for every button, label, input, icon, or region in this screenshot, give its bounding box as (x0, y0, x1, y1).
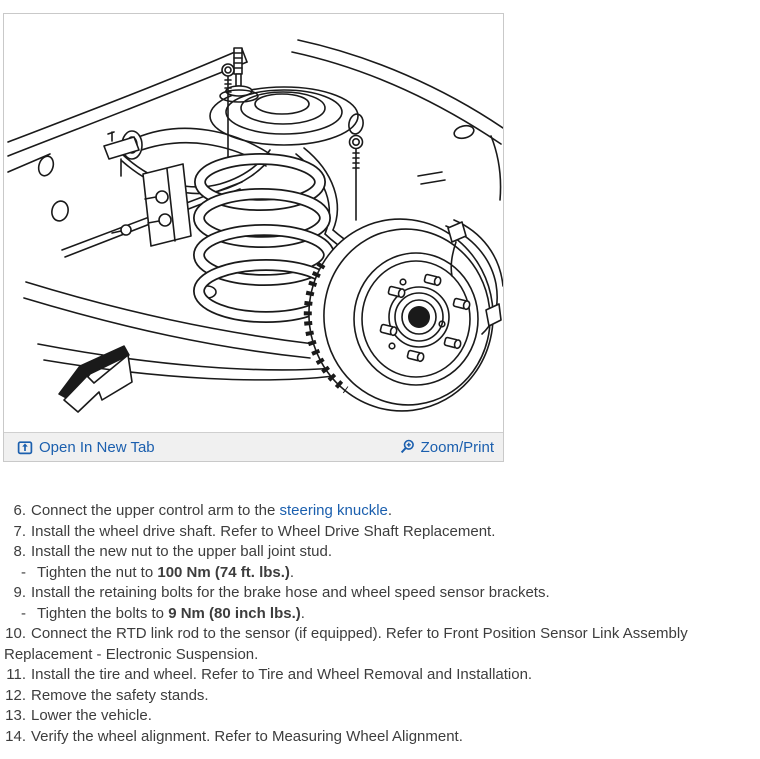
suspension-diagram (4, 14, 503, 432)
step-text: . (300, 604, 305, 622)
step-item: 7. Install the wheel drive shaft. Refer t… (4, 522, 748, 543)
zoom-icon (400, 439, 414, 454)
step-item: 12. Remove the safety stands. (4, 686, 748, 707)
steering-knuckle-link[interactable]: steering knuckle (279, 502, 388, 519)
step-sub-item: -Tighten the nut to 100 Nm (74 ft. lbs.)… (4, 563, 748, 584)
step-item: 13. Lower the vehicle. (4, 706, 748, 727)
step-text: Install the wheel drive shaft. Refer to … (31, 522, 496, 540)
open-in-new-tab-icon (17, 441, 33, 455)
step-text: 9 Nm (80 inch lbs.) (168, 604, 301, 622)
step-text: 100 Nm (74 ft. lbs.) (157, 563, 290, 581)
step-item: 11. Install the tire and wheel. Refer to … (4, 665, 748, 686)
suspension-diagram-drawing (7, 39, 503, 413)
step-item: 6. Connect the upper control arm to the s… (4, 501, 748, 522)
open-in-new-tab-label: Open In New Tab (39, 438, 155, 456)
step-number: 6. (13, 502, 26, 519)
step-number: 11. (6, 666, 26, 683)
step-text: . (387, 502, 393, 519)
step-text: Verify the wheel alignment. Refer to Mea… (31, 727, 463, 745)
step-text: Connect the upper control arm to the (31, 502, 280, 519)
step-number: 7. (13, 522, 26, 540)
zoom-print-label: Zoom/Print (420, 438, 494, 456)
step-number: 14. (5, 727, 26, 745)
step-text: Connect the RTD link rod to the sensor (… (4, 625, 688, 663)
step-number: 8. (13, 543, 26, 560)
step-text: Tighten the bolts to (37, 604, 169, 622)
step-text: Install the new nut to the upper ball jo… (31, 543, 333, 560)
steps-list: 6. Connect the upper control arm to the s… (4, 501, 748, 747)
step-number: - (21, 563, 26, 581)
step-item: 9. Install the retaining bolts for the br… (4, 583, 748, 604)
zoom-print-link[interactable]: Zoom/Print (399, 439, 494, 455)
step-text: Install the retaining bolts for the brak… (31, 584, 550, 601)
step-text: Remove the safety stands. (31, 686, 209, 704)
step-number: 13. (5, 707, 26, 724)
step-item: 14. Verify the wheel alignment. Refer to … (4, 727, 748, 748)
image-viewer-card: Open In New Tab Zoom/Print (3, 13, 504, 462)
step-number: 9. (13, 584, 26, 601)
step-item: 8. Install the new nut to the upper ball … (4, 542, 748, 563)
step-text: . (289, 563, 295, 581)
step-text: Tighten the nut to (37, 563, 158, 581)
step-text: Lower the vehicle. (31, 707, 152, 724)
step-number: 10. (5, 625, 26, 642)
step-sub-item: -Tighten the bolts to 9 Nm (80 inch lbs.… (4, 604, 748, 625)
step-item: 10.Connect the RTD link rod to the senso… (4, 624, 748, 665)
viewer-toolbar: Open In New Tab Zoom/Print (4, 432, 503, 461)
step-text: Install the tire and wheel. Refer to Tir… (31, 666, 533, 683)
open-in-new-tab-link[interactable]: Open In New Tab (17, 439, 155, 455)
step-number: 12. (5, 686, 26, 704)
step-number: - (21, 604, 26, 622)
